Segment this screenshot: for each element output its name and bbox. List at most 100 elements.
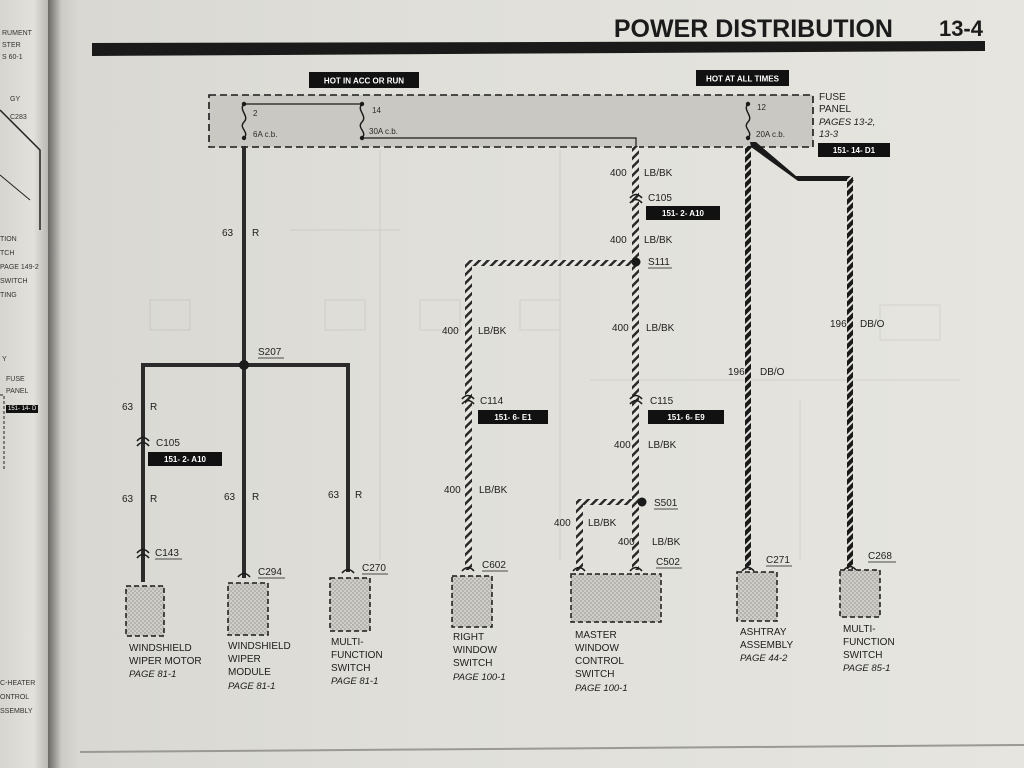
connector-c294: C294 [237, 567, 285, 579]
svg-text:WINDSHIELD: WINDSHIELD [129, 643, 192, 654]
svg-text:PAGE 100-1: PAGE 100-1 [453, 672, 506, 683]
wire-lb-bk-label: LB/BK [648, 440, 677, 451]
wire-lb-bk-label: LB/BK [479, 485, 508, 496]
fuse-panel-ref: 151- 14- D1 [833, 146, 876, 155]
splice-s207-label: S207 [258, 347, 282, 358]
connector-c502: C502 [572, 557, 682, 572]
wire-r-label: R [355, 490, 362, 501]
svg-text:FUNCTION: FUNCTION [843, 637, 895, 648]
connector-c268: C268 [843, 551, 896, 571]
svg-text:C143: C143 [155, 548, 179, 559]
svg-text:20A c.b.: 20A c.b. [756, 130, 785, 139]
connector-c115: C115 151- 6- E9 [629, 394, 724, 424]
svg-text:PAGE 81-1: PAGE 81-1 [129, 669, 176, 680]
wire-r-label: R [150, 494, 157, 505]
facing-page-edge: RUMENT STER S 60-1 GY C283 TION TCH PAGE… [0, 0, 48, 768]
facing-page-wires [0, 109, 41, 470]
facing-page-text: GY [10, 96, 21, 103]
svg-text:C105: C105 [156, 438, 180, 449]
svg-text:MASTER: MASTER [575, 630, 617, 641]
svg-text:PAGE 100-1: PAGE 100-1 [575, 683, 628, 694]
component-label-multi-function-switch-2: MULTI- FUNCTION SWITCH PAGE 85-1 [843, 624, 895, 674]
facing-page-text: C283 [10, 114, 27, 121]
fuse-12-circuit-breaker: 12 20A c.b. [745, 101, 785, 141]
component-label-windshield-wiper-module: WINDSHIELD WIPER MODULE PAGE 81-1 [228, 641, 291, 692]
facing-page-text: Y [2, 356, 7, 363]
wire-400-label: 400 [444, 485, 461, 496]
facing-page-text: RUMENT [2, 30, 32, 37]
fuse-panel-label: PANEL [819, 104, 851, 115]
component-label-windshield-wiper-motor: WINDSHIELD WIPER MOTOR PAGE 81-1 [129, 643, 202, 680]
svg-text:C502: C502 [656, 557, 680, 568]
svg-text:14: 14 [372, 106, 381, 115]
facing-page-text: S 60-1 [2, 54, 23, 61]
svg-text:C115: C115 [650, 396, 674, 407]
wire-63-label: 63 [122, 402, 134, 413]
svg-text:C602: C602 [482, 560, 506, 571]
svg-text:C271: C271 [766, 555, 790, 566]
fuse-panel-pages: PAGES 13-2, [819, 117, 875, 128]
wire-400-label: 400 [442, 326, 459, 337]
hot-all-times-tag: HOT AT ALL TIMES [696, 70, 789, 86]
svg-text:SWITCH: SWITCH [575, 669, 614, 680]
component-label-master-window-control-switch: MASTER WINDOW CONTROL SWITCH PAGE 100-1 [575, 630, 628, 694]
wire-400-label: 400 [610, 168, 627, 179]
page-title: POWER DISTRIBUTION [614, 15, 893, 43]
svg-text:C114: C114 [480, 396, 504, 407]
wire-400-label: 400 [612, 323, 629, 334]
svg-text:WIPER: WIPER [228, 654, 261, 665]
wire-400-label: 400 [610, 235, 627, 246]
wire-63-label: 63 [328, 490, 340, 501]
svg-text:RIGHT: RIGHT [453, 632, 484, 643]
wire-r-label: R [150, 402, 157, 413]
splice-s501-dot [637, 497, 647, 507]
fuse-panel: 2 6A c.b. 14 30A c.b. 12 20A c.b. FUSE P… [208, 92, 890, 157]
svg-text:SWITCH: SWITCH [453, 658, 492, 669]
svg-text:WINDSHIELD: WINDSHIELD [228, 641, 291, 652]
component-label-right-window-switch: RIGHT WINDOW SWITCH PAGE 100-1 [453, 632, 506, 683]
svg-text:151- 6- E9: 151- 6- E9 [667, 413, 705, 422]
connector-c105-right: C105 151- 2- A10 [629, 193, 720, 220]
svg-text:12: 12 [757, 103, 766, 112]
connector-c271: C271 [741, 555, 792, 572]
svg-text:MODULE: MODULE [228, 667, 271, 678]
svg-text:FUNCTION: FUNCTION [331, 650, 383, 661]
svg-text:151- 2- A10: 151- 2- A10 [164, 455, 207, 464]
facing-page-text: SWITCH [0, 278, 28, 285]
ashtray-assembly-box [736, 571, 778, 622]
svg-text:SWITCH: SWITCH [331, 663, 370, 674]
svg-text:WINDOW: WINDOW [575, 643, 619, 654]
svg-text:SWITCH: SWITCH [843, 650, 882, 661]
circuit-196-db-o [745, 142, 854, 570]
splice-s111-dot [631, 257, 641, 267]
facing-page-text: STER [2, 42, 21, 49]
master-window-control-switch-box [570, 573, 662, 623]
splice-s111-label: S111 [648, 257, 670, 268]
header-rule [92, 41, 985, 56]
wire-196-label: 196 [830, 319, 847, 330]
windshield-wiper-motor-box [125, 585, 165, 637]
background-ghost [149, 150, 960, 560]
facing-page-text: PAGE 149-2 [0, 264, 39, 271]
facing-page-text: FUSE [6, 376, 25, 383]
wire-196-label: 196 [728, 367, 745, 378]
wire-lb-bk-label: LB/BK [652, 537, 681, 548]
component-label-ashtray-assembly: ASHTRAY ASSEMBLY PAGE 44-2 [740, 627, 793, 664]
wire-63-label: 63 [224, 492, 236, 503]
wire-63-label: 63 [222, 228, 234, 239]
page-number: 13-4 [939, 16, 984, 41]
hot-acc-run-tag: HOT IN ACC OR RUN [309, 72, 419, 88]
svg-text:PAGE 85-1: PAGE 85-1 [843, 663, 890, 674]
component-boxes [125, 569, 881, 637]
page-bottom-edge [79, 744, 1024, 753]
connector-c114: C114 151- 6- E1 [461, 394, 548, 424]
svg-text:6A c.b.: 6A c.b. [253, 130, 277, 139]
facing-page-text: TING [0, 292, 17, 299]
wire-db-o-label: DB/O [860, 319, 885, 330]
svg-text:PAGE 81-1: PAGE 81-1 [228, 681, 275, 692]
wire-db-o-label: DB/O [760, 367, 785, 378]
facing-page-text: C-HEATER [0, 680, 36, 687]
book-gutter [48, 0, 62, 768]
svg-text:151- 2- A10: 151- 2- A10 [662, 209, 705, 218]
